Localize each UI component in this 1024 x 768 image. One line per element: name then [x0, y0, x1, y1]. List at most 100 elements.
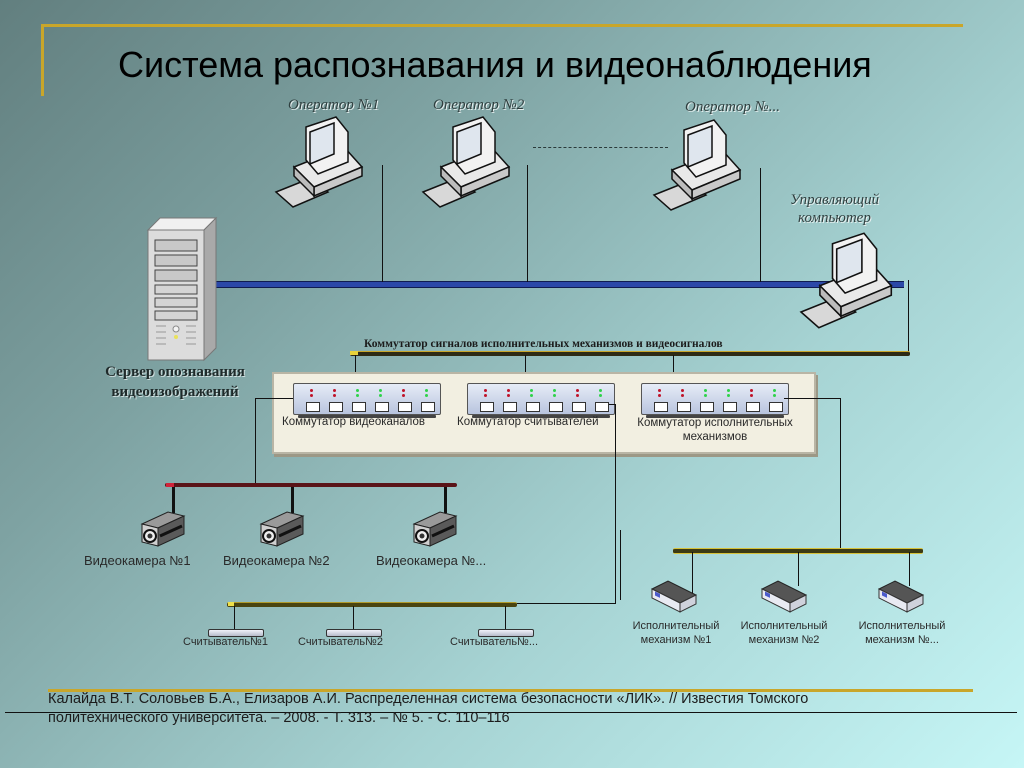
reader-2-label: Считыватель№2 — [298, 636, 383, 648]
camera-n-drop — [444, 487, 447, 513]
ethernet-port-icon[interactable] — [329, 402, 343, 412]
operator-1-computer-icon[interactable] — [266, 112, 366, 212]
server-icon[interactable] — [146, 216, 218, 362]
status-led-red — [750, 394, 753, 397]
card-reader-icon[interactable] — [208, 629, 264, 637]
actuator-device-icon[interactable] — [650, 579, 698, 613]
ethernet-port-icon[interactable] — [723, 402, 737, 412]
citation: Калайда В.Т. Соловьев Б.А., Елизаров А.И… — [48, 690, 988, 728]
status-led-green — [530, 394, 533, 397]
switch-actuators-label-line-2: механизмов — [682, 431, 748, 443]
citation-line-2: политехнического университета. – 2008. -… — [48, 710, 510, 726]
ethernet-port-icon[interactable] — [572, 402, 586, 412]
readers-switch-link-h — [609, 404, 615, 405]
video-camera-icon[interactable] — [257, 510, 307, 548]
status-led-green — [356, 394, 359, 397]
status-led-green — [727, 394, 730, 397]
operator-2-label: Оператор №2 — [433, 97, 525, 113]
status-led-green — [727, 389, 730, 392]
ethernet-port-icon[interactable] — [526, 402, 540, 412]
ethernet-port-icon[interactable] — [352, 402, 366, 412]
video-camera-icon[interactable] — [138, 510, 188, 548]
readers-bus-link-h — [515, 603, 616, 604]
ethernet-port-icon[interactable] — [677, 402, 691, 412]
status-led-red — [576, 389, 579, 392]
citation-rule-gold — [48, 689, 973, 692]
actuator-n-label: Исполнительный механизм №... — [842, 619, 962, 647]
control-computer-label-2: компьютер — [798, 210, 871, 226]
status-led-red — [310, 394, 313, 397]
signal-bus-label: Коммутатор сигналов исполнительных механ… — [364, 338, 723, 350]
control-computer-label-1: Управляющий — [790, 192, 880, 208]
status-led-green — [599, 394, 602, 397]
camera-2-label: Видеокамера №2 — [223, 553, 330, 568]
switch-base — [646, 415, 784, 418]
status-led-red — [402, 394, 405, 397]
actuator-1-label-line-1: Исполнительный — [632, 620, 720, 632]
actuator-2-label-line-1: Исполнительный — [740, 620, 828, 632]
status-led-green — [379, 389, 382, 392]
status-led-green — [704, 394, 707, 397]
actuator-1-label-line-2: механизм №1 — [640, 634, 712, 646]
citation-rule-black — [5, 712, 1017, 713]
status-led-red — [484, 389, 487, 392]
ethernet-port-icon[interactable] — [480, 402, 494, 412]
camera-2-drop — [291, 487, 294, 513]
ethernet-port-icon[interactable] — [375, 402, 389, 412]
status-led-green — [425, 389, 428, 392]
reader-n-label: Считыватель№... — [450, 636, 539, 648]
ethernet-port-icon[interactable] — [700, 402, 714, 412]
actuator-device-icon[interactable] — [760, 579, 808, 613]
video-switch-link-v — [255, 398, 256, 484]
video-switch-link-h — [255, 398, 293, 399]
card-reader-icon[interactable] — [326, 629, 382, 637]
ethernet-port-icon[interactable] — [503, 402, 517, 412]
camera-1-label: Видеокамера №1 — [84, 553, 191, 568]
title-rule-top — [41, 24, 963, 27]
ethernet-port-icon[interactable] — [398, 402, 412, 412]
reader-1-label: Считыватель№1 — [183, 636, 268, 648]
ethernet-port-icon[interactable] — [549, 402, 563, 412]
ethernet-port-icon[interactable] — [595, 402, 609, 412]
status-led-red — [310, 389, 313, 392]
signal-bus-line — [350, 351, 910, 356]
switch-actuators[interactable] — [641, 383, 789, 418]
ethernet-port-icon[interactable] — [746, 402, 760, 412]
operator-1-link — [382, 165, 383, 282]
switch-video[interactable] — [293, 383, 441, 418]
switch-video-label: Коммутатор видеоканалов — [282, 416, 425, 428]
actuator-n-drop — [909, 552, 910, 586]
server-label: Сервер опознавания видеоизображений — [80, 362, 270, 402]
status-led-green — [773, 394, 776, 397]
bus-drop-1 — [355, 355, 356, 385]
operator-dashed-link — [533, 147, 668, 148]
actuator-left-link-v — [620, 530, 621, 600]
status-led-green — [704, 389, 707, 392]
card-reader-icon[interactable] — [478, 629, 534, 637]
ethernet-port-icon[interactable] — [421, 402, 435, 412]
actuator-device-icon[interactable] — [877, 579, 925, 613]
status-led-red — [333, 389, 336, 392]
status-led-red — [507, 389, 510, 392]
switch-readers[interactable] — [467, 383, 615, 418]
ethernet-port-icon[interactable] — [769, 402, 783, 412]
operator-n-computer-icon[interactable] — [644, 115, 744, 215]
control-computer-icon[interactable] — [788, 228, 898, 333]
server-label-line-2: видеоизображений — [111, 384, 239, 400]
control-computer-link — [908, 280, 909, 354]
status-led-red — [402, 389, 405, 392]
video-camera-icon[interactable] — [410, 510, 460, 548]
switch-readers-label: Коммутатор считывателей — [457, 416, 599, 428]
operator-2-computer-icon[interactable] — [413, 112, 513, 212]
reader-n-drop — [505, 606, 506, 630]
reader-2-drop — [353, 606, 354, 630]
actuator-n-label-line-1: Исполнительный — [858, 620, 946, 632]
ethernet-port-icon[interactable] — [306, 402, 320, 412]
switch-actuators-label: Коммутатор исполнительных механизмов — [625, 416, 805, 444]
actuator-n-label-line-2: механизм №... — [865, 634, 939, 646]
reader-1-drop — [234, 606, 235, 630]
actuator-switch-link-v — [840, 398, 841, 548]
signal-bus-endcap — [350, 351, 358, 355]
ethernet-port-icon[interactable] — [654, 402, 668, 412]
status-led-green — [425, 394, 428, 397]
